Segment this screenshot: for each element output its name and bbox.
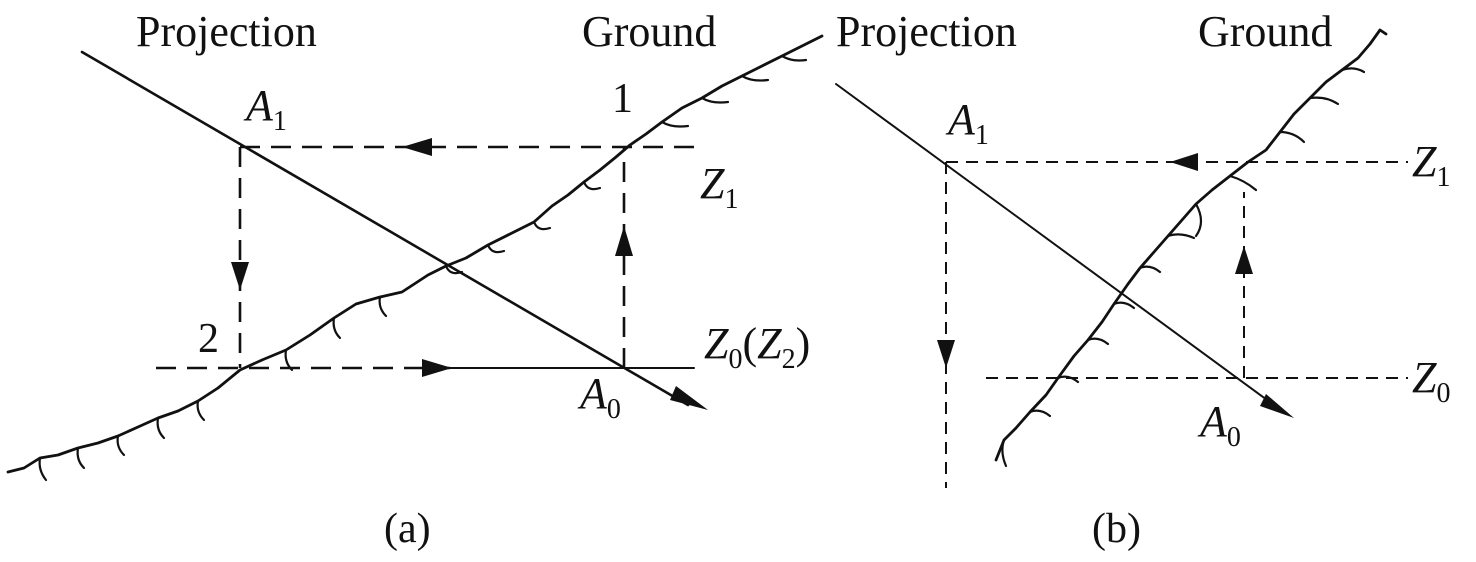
panel-a-right-arrowhead [422,359,452,377]
panel-b-ground-line [994,28,1388,462]
panel-a-a0-label: A0 [577,369,621,425]
panel-a-z0-z2-label: Z0(Z2) [704,319,810,375]
panel-a-ground-hatching [38,54,808,482]
panel-b-projection-line [835,83,1279,409]
panel-a-point-1-label: 1 [612,76,633,122]
panel-a-projection-arrowhead [670,386,708,410]
panel-a-down-arrowhead [231,262,249,290]
panel-b-projection-arrowhead [1260,394,1294,418]
panel-b-projection-label: Projection [836,7,1017,56]
panel-a-a1-label: A1 [243,81,287,137]
panel-a-z1-label: Z1 [700,159,738,215]
panel-b-ground-hatching [1001,67,1366,468]
panel-b-ground-label: Ground [1198,7,1332,56]
panel-a-projection-label: Projection [136,7,317,56]
panel-a: Projection Ground 1 2 A1 A0 Z1 Z0(Z2) (a… [6,7,824,552]
panel-b-down-arrowhead [937,340,955,368]
panel-b-a0-label: A0 [1197,397,1241,453]
panel-a-ground-label: Ground [582,7,716,56]
panel-b-a1-label: A1 [945,95,989,151]
panel-a-projection-line [80,50,690,407]
panel-b: Projection Ground A1 A0 Z1 Z0 (b) [835,7,1450,552]
panel-b-caption: (b) [1092,506,1141,552]
panel-b-up-arrowhead [1235,246,1253,274]
panel-a-ground-line [6,34,824,474]
panel-a-caption: (a) [384,506,431,552]
panel-a-up-arrowhead [615,226,633,256]
panel-b-z1-label: Z1 [1412,137,1450,193]
panel-a-z1-arrowhead [402,138,432,156]
panel-b-z1-arrowhead [1170,153,1198,171]
panel-a-point-2-label: 2 [198,316,219,362]
panel-b-z0-label: Z0 [1412,353,1450,409]
